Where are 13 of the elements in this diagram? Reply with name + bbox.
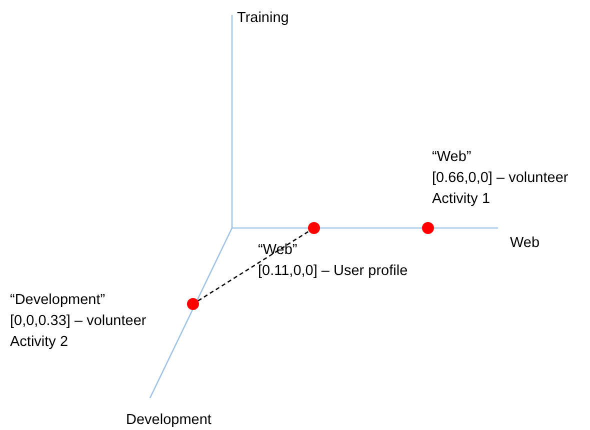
axis-label: Web [510, 234, 540, 253]
axis-label: Development [126, 411, 212, 430]
point-description: [0,0,0.33] – volunteer Activity 2 [10, 312, 148, 352]
data-point [422, 222, 434, 234]
point-description: [0.66,0,0] – volunteer Activity 1 [432, 169, 570, 209]
dashed-connector [198, 230, 310, 302]
point-label: “Web” [432, 148, 472, 167]
point-label: “Development” [10, 291, 106, 310]
point-description: [0.11,0,0] – User profile [258, 262, 409, 281]
point-label: “Web” [258, 241, 298, 260]
axis-label: Training [237, 9, 289, 28]
data-point [308, 222, 320, 234]
data-point [187, 298, 199, 310]
